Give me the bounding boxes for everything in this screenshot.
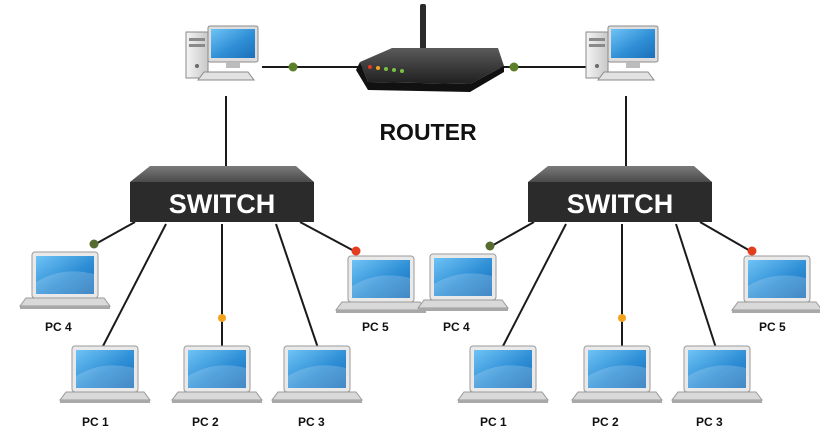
pc-label: PC 2 (592, 415, 619, 429)
pc-left-pc3: PC 3 (271, 345, 363, 429)
laptop-icon (19, 251, 111, 310)
link-right-switch-pc4 (487, 221, 535, 249)
link-right-switch-pc5 (699, 221, 753, 253)
switch-left: SWITCH (130, 166, 314, 222)
pc-label: PC 3 (298, 415, 325, 429)
link-left-switch-pc5 (299, 221, 357, 253)
pc-label: PC 2 (192, 415, 219, 429)
router-antenna (420, 4, 426, 58)
laptop-icon (59, 345, 151, 404)
router: ROUTER (356, 4, 504, 145)
switch-right: SWITCH (528, 166, 712, 222)
laptop-icon (457, 345, 549, 404)
link-status-dot (288, 62, 298, 72)
pc-left-pc2: PC 2 (171, 314, 263, 429)
status-dot (618, 314, 626, 322)
status-dot (89, 239, 99, 249)
laptop-icon (271, 345, 363, 404)
pc-left-pc5: PC 5 (335, 246, 427, 334)
laptop-icon (671, 345, 763, 404)
pc-right-pc3: PC 3 (671, 345, 763, 429)
workstation-left (185, 25, 259, 81)
switch-icon (528, 166, 712, 182)
laptop-icon (335, 255, 427, 314)
link-right-switch-pc1 (501, 223, 567, 349)
pc-right-pc5: PC 5 (731, 246, 820, 334)
pc-label: PC 1 (480, 415, 507, 429)
status-dot (351, 246, 361, 256)
laptop-icon (171, 345, 263, 404)
router-label: ROUTER (379, 119, 477, 145)
pc-label: PC 4 (443, 320, 470, 334)
link-left-switch-pc4 (91, 221, 136, 247)
status-dot (485, 241, 495, 251)
desktop-computer-icon (185, 25, 259, 81)
link-right-switch-pc3 (675, 223, 717, 349)
workstation-right (585, 25, 659, 81)
pc-label: PC 5 (362, 320, 389, 334)
pc-label: PC 5 (759, 320, 786, 334)
laptop-icon (417, 253, 509, 312)
status-dot (747, 246, 757, 256)
pc-left-pc1: PC 1 (59, 345, 151, 429)
switch-left-label: SWITCH (169, 189, 275, 219)
link-status-dot (509, 62, 519, 72)
pc-right-pc1: PC 1 (457, 345, 549, 429)
pc-right-pc4: PC 4 (417, 241, 509, 334)
switch-icon (130, 166, 314, 182)
connection-lines (91, 66, 753, 349)
status-dot (218, 314, 226, 322)
desktop-computer-icon (585, 25, 659, 81)
router-icon (360, 48, 504, 84)
pc-left-pc4: PC 4 (19, 239, 111, 334)
pc-label: PC 3 (696, 415, 723, 429)
laptop-icon (571, 345, 663, 404)
pc-label: PC 4 (45, 320, 72, 334)
switch-right-label: SWITCH (567, 189, 673, 219)
link-left-switch-pc3 (275, 223, 319, 349)
pc-label: PC 1 (82, 415, 109, 429)
pc-right-pc2: PC 2 (571, 314, 663, 429)
link-left-switch-pc1 (101, 223, 167, 349)
laptop-icon (731, 255, 820, 314)
